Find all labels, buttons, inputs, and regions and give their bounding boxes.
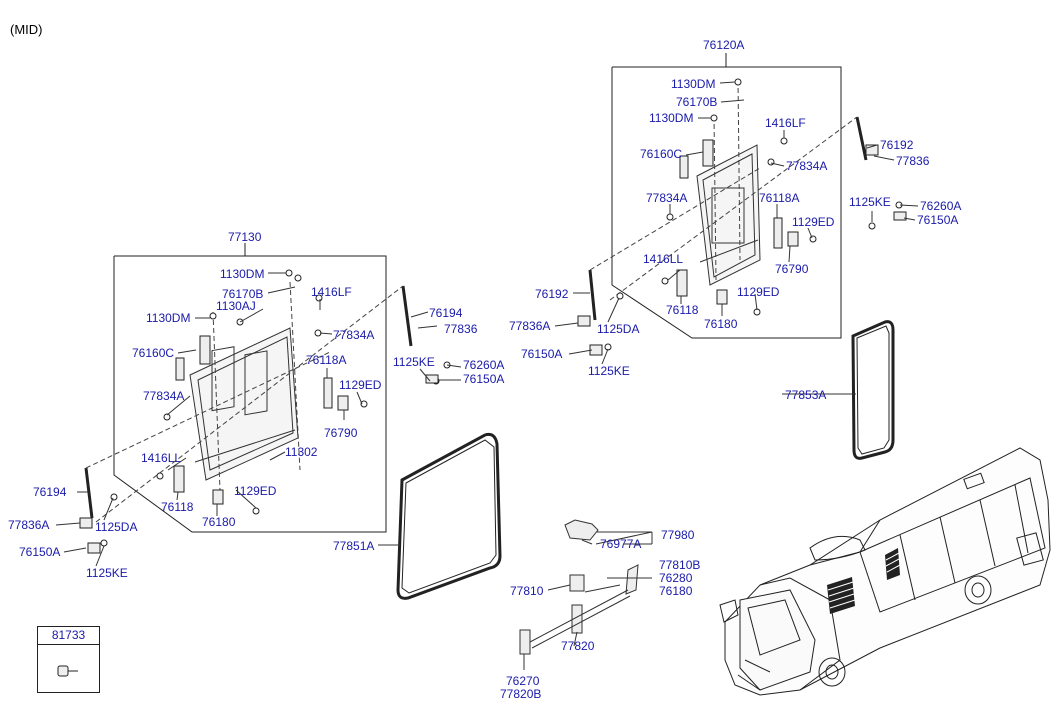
part-label[interactable]: 76160C (640, 147, 683, 161)
part-label[interactable]: 1125DA (95, 520, 138, 534)
part-label[interactable]: 77820 (561, 639, 595, 653)
part-label[interactable]: 1125KE (393, 355, 435, 369)
part-label[interactable]: 1129ED (234, 484, 277, 498)
front-door-group-bracket (113, 255, 387, 533)
part-label[interactable]: 76150A (463, 372, 505, 386)
part-label[interactable]: 1125KE (86, 566, 128, 580)
part-label[interactable]: 77834A (786, 159, 828, 173)
front-seal-drawing (396, 432, 502, 600)
part-label[interactable]: 1125DA (597, 322, 640, 336)
part-label[interactable]: 76260A (463, 358, 505, 372)
part-label[interactable]: 76280 (659, 571, 693, 585)
part-label[interactable]: 77810 (510, 584, 544, 598)
part-label[interactable]: 1130DM (220, 267, 265, 281)
part-label[interactable]: 1130DM (146, 311, 191, 325)
part-label[interactable]: 77834A (646, 191, 688, 205)
part-label[interactable]: 77851A (333, 539, 375, 553)
part-label[interactable]: 76790 (775, 262, 809, 276)
variant-label: (MID) (10, 22, 43, 37)
part-label[interactable]: 76194 (33, 485, 67, 499)
part-label[interactable]: 1130AJ (216, 299, 256, 313)
bus-door-highlight (827, 548, 900, 614)
part-label[interactable]: 1130DM (649, 111, 694, 125)
bus-illustration (719, 447, 1051, 696)
part-label[interactable]: 76170B (222, 287, 264, 301)
part-label[interactable]: 76180 (202, 515, 236, 529)
part-label[interactable]: 76150A (19, 545, 61, 559)
part-label[interactable]: 76160C (132, 346, 175, 360)
part-label[interactable]: 76260A (920, 199, 962, 213)
part-label[interactable]: 76270 (506, 674, 540, 688)
part-label[interactable]: 77853A (785, 388, 827, 402)
part-label[interactable]: 77980 (661, 528, 695, 542)
part-label[interactable]: 76118 (161, 500, 194, 514)
part-label[interactable]: 76150A (917, 213, 959, 227)
part-label[interactable]: 76118A (306, 353, 347, 367)
part-label[interactable]: 76977A (600, 537, 642, 551)
front-door-panel-drawing (189, 327, 299, 481)
part-label[interactable]: 1416LL (643, 252, 684, 266)
part-label[interactable]: 76180 (704, 317, 738, 331)
rear-door-group-bracket (611, 66, 842, 339)
part-label[interactable]: 76194 (429, 306, 463, 320)
part-label[interactable]: 77836A (8, 518, 50, 532)
part-label[interactable]: 76192 (535, 287, 569, 301)
part-label[interactable]: 77810B (659, 558, 701, 572)
part-label[interactable]: 76790 (324, 426, 358, 440)
rear-door-panel-drawing (696, 144, 761, 286)
part-label[interactable]: 1416LL (141, 451, 182, 465)
part-label[interactable]: 1129ED (792, 215, 835, 229)
rear-seal-drawing (851, 320, 895, 460)
part-label[interactable]: 76192 (880, 138, 914, 152)
part-label[interactable]: 1416LF (311, 285, 352, 299)
legend-box-81733: 81733 (37, 626, 100, 693)
part-label[interactable]: 1129ED (737, 285, 780, 299)
part-label[interactable]: 76180 (659, 584, 693, 598)
legend-code[interactable]: 81733 (38, 627, 99, 645)
part-label[interactable]: 77820B (500, 687, 542, 701)
part-label[interactable]: 76118A (759, 191, 800, 205)
part-label[interactable]: 77836A (509, 319, 551, 333)
part-label[interactable]: 1125KE (588, 364, 630, 378)
part-label[interactable]: 1130DM (671, 77, 716, 91)
clip-icon (57, 665, 78, 677)
part-label[interactable]: 77836 (896, 154, 930, 168)
group-label-rear-door[interactable]: 76120A (703, 38, 745, 52)
part-label[interactable]: 76170B (676, 95, 718, 109)
latch-assembly-drawing (519, 519, 653, 655)
part-label[interactable]: 77834A (333, 328, 375, 342)
part-label[interactable]: 77834A (143, 389, 185, 403)
part-label[interactable]: 1129ED (339, 378, 382, 392)
part-label[interactable]: 76118 (666, 303, 699, 317)
part-label[interactable]: 1125KE (849, 195, 891, 209)
group-label-front-door[interactable]: 77130 (228, 230, 262, 244)
part-label[interactable]: 1416LF (765, 116, 806, 130)
part-label[interactable]: 77836 (444, 322, 478, 336)
part-label[interactable]: 11302 (285, 445, 318, 459)
part-label[interactable]: 76150A (521, 347, 563, 361)
